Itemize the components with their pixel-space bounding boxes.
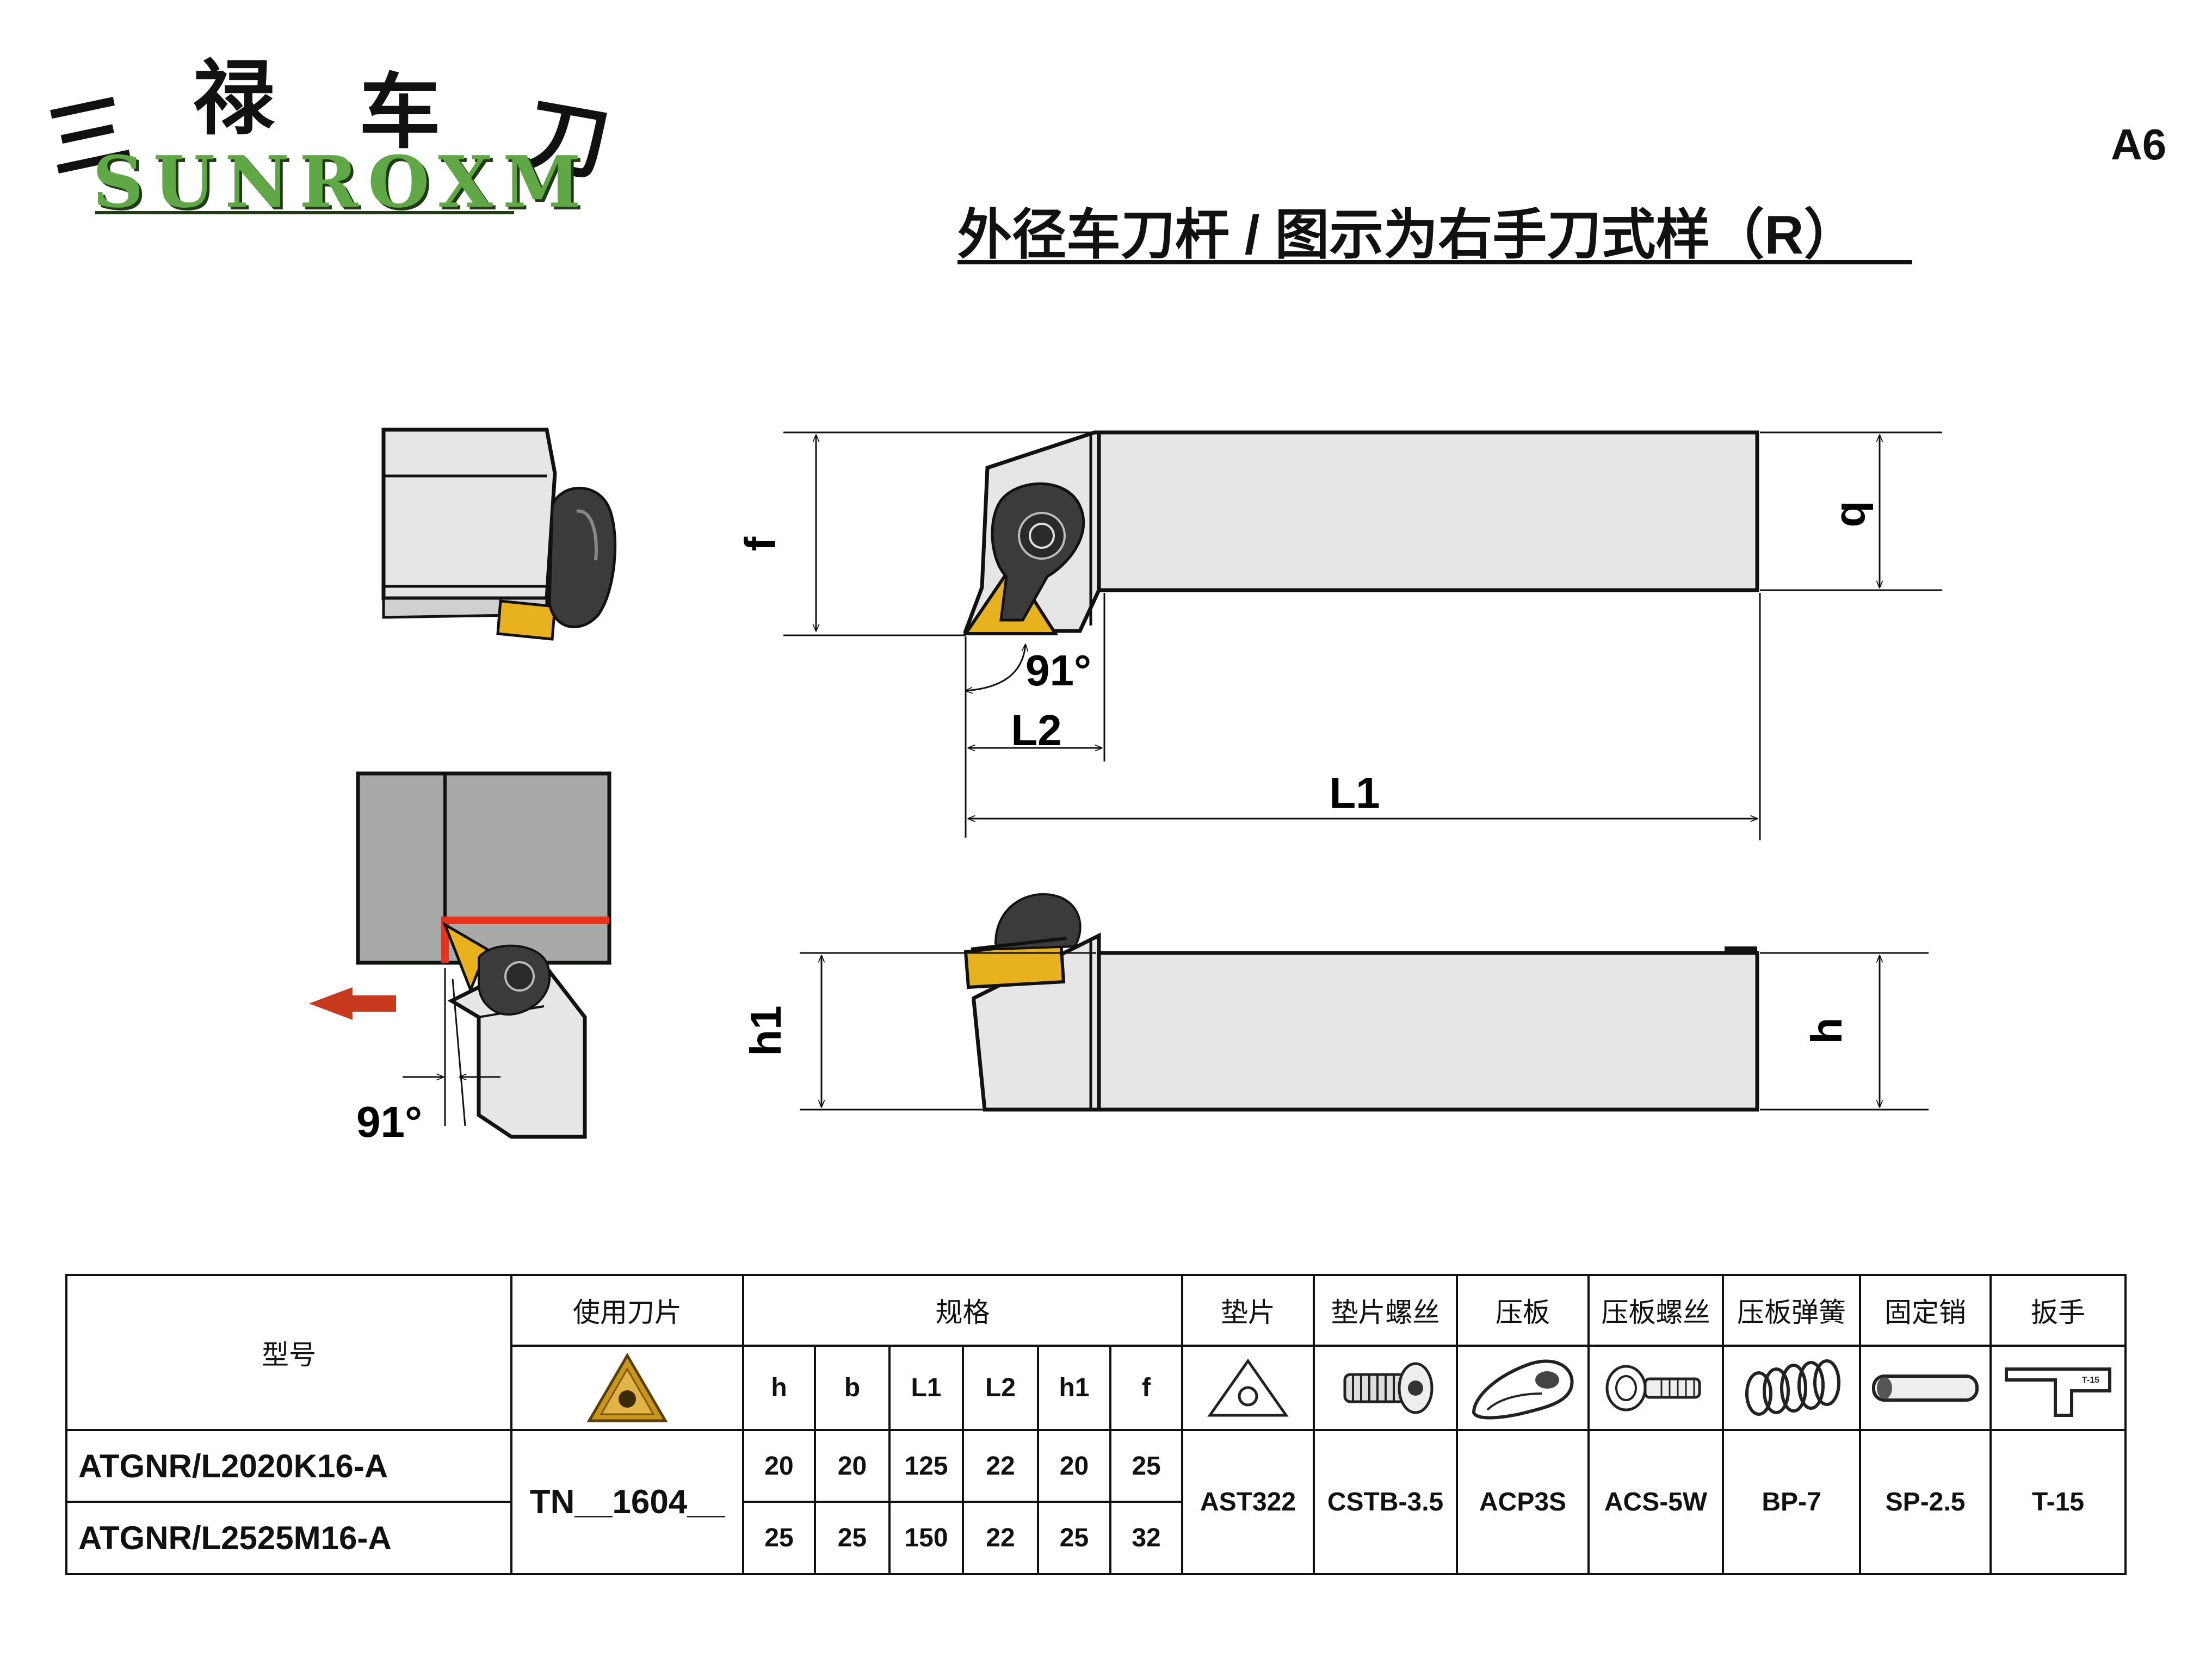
header-shim-screw: 垫片螺丝 <box>1313 1274 1459 1347</box>
spring-icon <box>1745 1359 1841 1416</box>
side-view: h1 h <box>742 893 1929 1112</box>
spec-cell: 150 <box>888 1501 964 1575</box>
triangular-insert-icon <box>586 1352 668 1422</box>
spec-col-f: f <box>1109 1345 1184 1431</box>
dim-label-f: f <box>736 536 784 551</box>
wrench-image-cell: T-15 <box>1989 1345 2127 1431</box>
header-clamp-screw: 压板螺丝 <box>1587 1274 1725 1347</box>
clamp-spring-part-cell: BP-7 <box>1722 1429 1862 1575</box>
dim-label-l2: L2 <box>1011 706 1061 754</box>
shim-image-cell <box>1181 1345 1315 1431</box>
insert-image-cell <box>510 1345 744 1431</box>
clamp-screw-icon <box>1605 1365 1701 1411</box>
spec-cell: 20 <box>1037 1429 1111 1503</box>
end-view-clamp <box>548 486 617 628</box>
angle-label-top: 91° <box>1025 646 1091 695</box>
angle-label-bottom: 91° <box>356 1098 422 1146</box>
shim-icon <box>1207 1358 1289 1416</box>
brand-logo-chinese: 三 禄 车 刀 <box>38 22 637 193</box>
dim-label-b: b <box>1832 501 1881 528</box>
end-view-insert <box>496 599 557 641</box>
spec-col-h: h <box>742 1345 816 1431</box>
spec-col-h1: h1 <box>1037 1345 1111 1431</box>
torx-screw-icon <box>1029 523 1055 549</box>
logo-underline <box>95 211 514 214</box>
spec-cell: 22 <box>962 1501 1039 1575</box>
spec-cell: 25 <box>742 1501 816 1575</box>
spec-cell: 25 <box>814 1501 891 1575</box>
shim-part-cell: AST322 <box>1181 1429 1315 1575</box>
spec-cell: 22 <box>962 1429 1039 1503</box>
spec-cell: 125 <box>888 1429 964 1503</box>
wrench-icon: T-15 <box>2005 1367 2112 1417</box>
header-spec: 规格 <box>742 1274 1184 1347</box>
header-pin: 固定销 <box>1859 1274 1992 1347</box>
tool-holder-drawing: f b 91° L2 L1 91° h1 h <box>309 428 1942 1146</box>
header-model: 型号 <box>65 1274 512 1431</box>
spec-cell: 20 <box>742 1429 816 1503</box>
pin-image-cell <box>1859 1345 1992 1431</box>
page-title: 外径车刀杆 / 图示为右手刀式样（R） <box>957 205 1858 265</box>
spec-cell: 32 <box>1109 1501 1184 1575</box>
clamp-part-cell: ACP3S <box>1456 1429 1590 1575</box>
model-cell: ATGNR/L2525M16-A <box>65 1501 512 1575</box>
workpiece <box>356 771 611 965</box>
spec-col-l2: L2 <box>962 1345 1039 1431</box>
logo-char-2: 禄 <box>193 51 275 146</box>
cut-edge <box>441 917 609 963</box>
spec-cell: 25 <box>1037 1501 1111 1575</box>
shim-screw-part-cell: CSTB-3.5 <box>1313 1429 1459 1575</box>
clamp-image-cell <box>1456 1345 1590 1431</box>
logo-char-3: 车 <box>359 64 441 160</box>
spec-col-l1: L1 <box>888 1345 964 1431</box>
header-clamp-spring: 压板弹簧 <box>1722 1274 1862 1347</box>
pin-part-cell: SP-2.5 <box>1859 1429 1992 1575</box>
wrench-marking: T-15 <box>2082 1376 2099 1385</box>
header-clamp: 压板 <box>1456 1274 1590 1347</box>
clamp-icon <box>1472 1359 1574 1419</box>
shim-screw-image-cell <box>1313 1345 1459 1431</box>
shim-screw-icon <box>1343 1362 1434 1414</box>
clamp-screw-part-cell: ACS-5W <box>1587 1429 1725 1575</box>
top-view: f b 91° L2 L1 <box>736 430 1942 840</box>
title-underline <box>957 260 1912 264</box>
brand-logo-text: SUNROXM <box>92 140 591 224</box>
pin-icon <box>1872 1374 1979 1402</box>
clamp-screw-image-cell <box>1587 1345 1725 1431</box>
header-insert: 使用刀片 <box>510 1274 744 1347</box>
header-shim: 垫片 <box>1181 1274 1315 1347</box>
spec-col-b: b <box>814 1345 891 1431</box>
model-cell: ATGNR/L2020K16-A <box>65 1429 512 1503</box>
spec-cell: 25 <box>1109 1429 1184 1503</box>
clamp-spring-image-cell <box>1722 1345 1862 1431</box>
dim-label-h1: h1 <box>742 1005 790 1056</box>
application-view: 91° <box>309 771 611 1146</box>
spec-cell: 20 <box>814 1429 891 1503</box>
page-code: A6 <box>2111 120 2167 169</box>
header-wrench: 扳手 <box>1989 1274 2127 1347</box>
spec-table: 型号 使用刀片 规格 垫片 垫片螺丝 压板 压板螺丝 压板弹簧 固定销 扳手 h… <box>65 1274 2127 1575</box>
dim-label-h: h <box>1802 1018 1851 1044</box>
insert-code-cell: TN__1604__ <box>510 1429 744 1575</box>
dim-label-l1: L1 <box>1329 769 1380 817</box>
wrench-part-cell: T-15 <box>1989 1429 2127 1575</box>
feed-direction-arrow-icon <box>309 987 396 1020</box>
end-view <box>381 428 617 641</box>
